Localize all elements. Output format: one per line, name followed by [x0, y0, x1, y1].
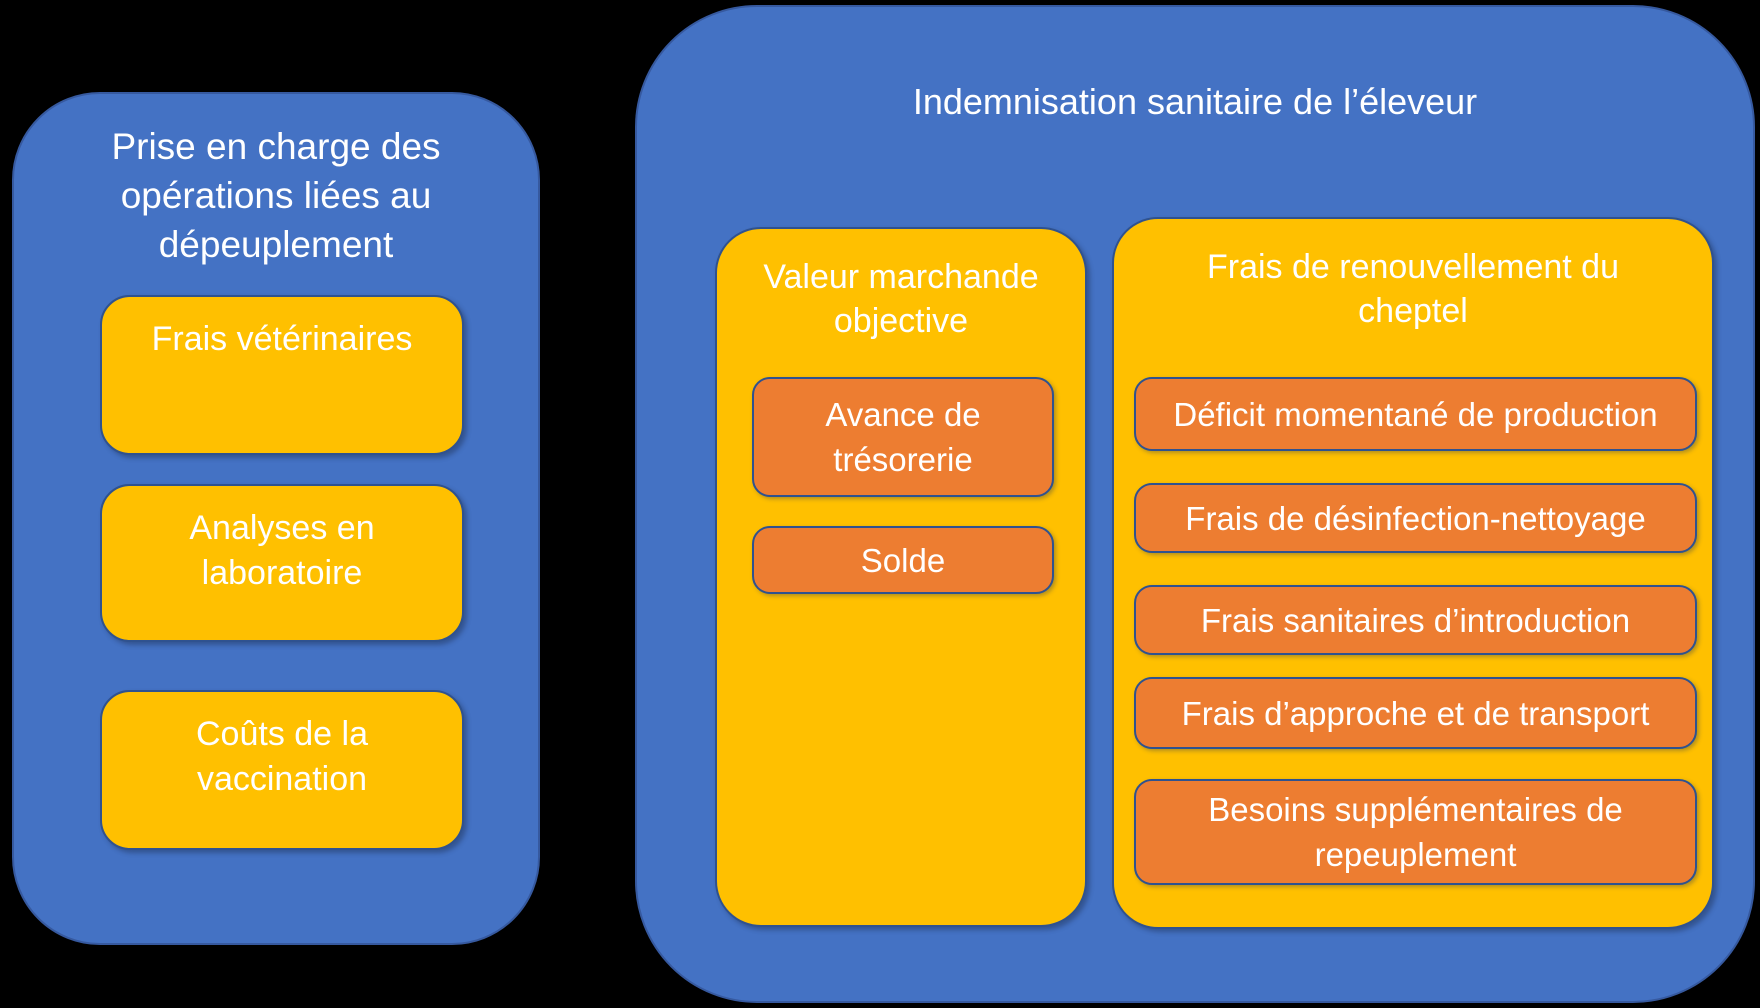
column-frais-renouvellement: Frais de renouvellement du cheptel Défic… — [1112, 217, 1714, 929]
box-avance-tresorerie: Avance de trésorerie — [752, 377, 1054, 497]
box-frais-approche-transport: Frais d’approche et de transport — [1134, 677, 1697, 749]
group-indemnisation-title: Indemnisation sanitaire de l’éleveur — [912, 81, 1478, 122]
box-deficit-production: Déficit momentané de production — [1134, 377, 1697, 451]
column-frais-renouvellement-title: Frais de renouvellement du cheptel — [1206, 248, 1619, 330]
box-couts-vaccination: Coûts de la vaccination — [100, 690, 464, 850]
box-analyses-laboratoire: Analyses en laboratoire — [100, 484, 464, 642]
box-desinfection-nettoyage: Frais de désinfection-nettoyage — [1134, 483, 1697, 553]
column-valeur-marchande-title: Valeur marchande objective — [763, 258, 1039, 340]
group-depeuplement-title: Prise en charge des opérations liées au … — [111, 126, 441, 265]
box-frais-sanitaires-introduction: Frais sanitaires d’introduction — [1134, 585, 1697, 655]
group-indemnisation: Indemnisation sanitaire de l’éleveur Val… — [635, 5, 1755, 1003]
group-depeuplement: Prise en charge des opérations liées au … — [12, 92, 540, 945]
box-frais-veterinaires: Frais vétérinaires — [100, 295, 464, 455]
column-valeur-marchande: Valeur marchande objective Avance de tré… — [715, 227, 1087, 927]
box-besoins-repeuplement: Besoins supplémentaires de repeuplement — [1134, 779, 1697, 885]
box-solde: Solde — [752, 526, 1054, 594]
